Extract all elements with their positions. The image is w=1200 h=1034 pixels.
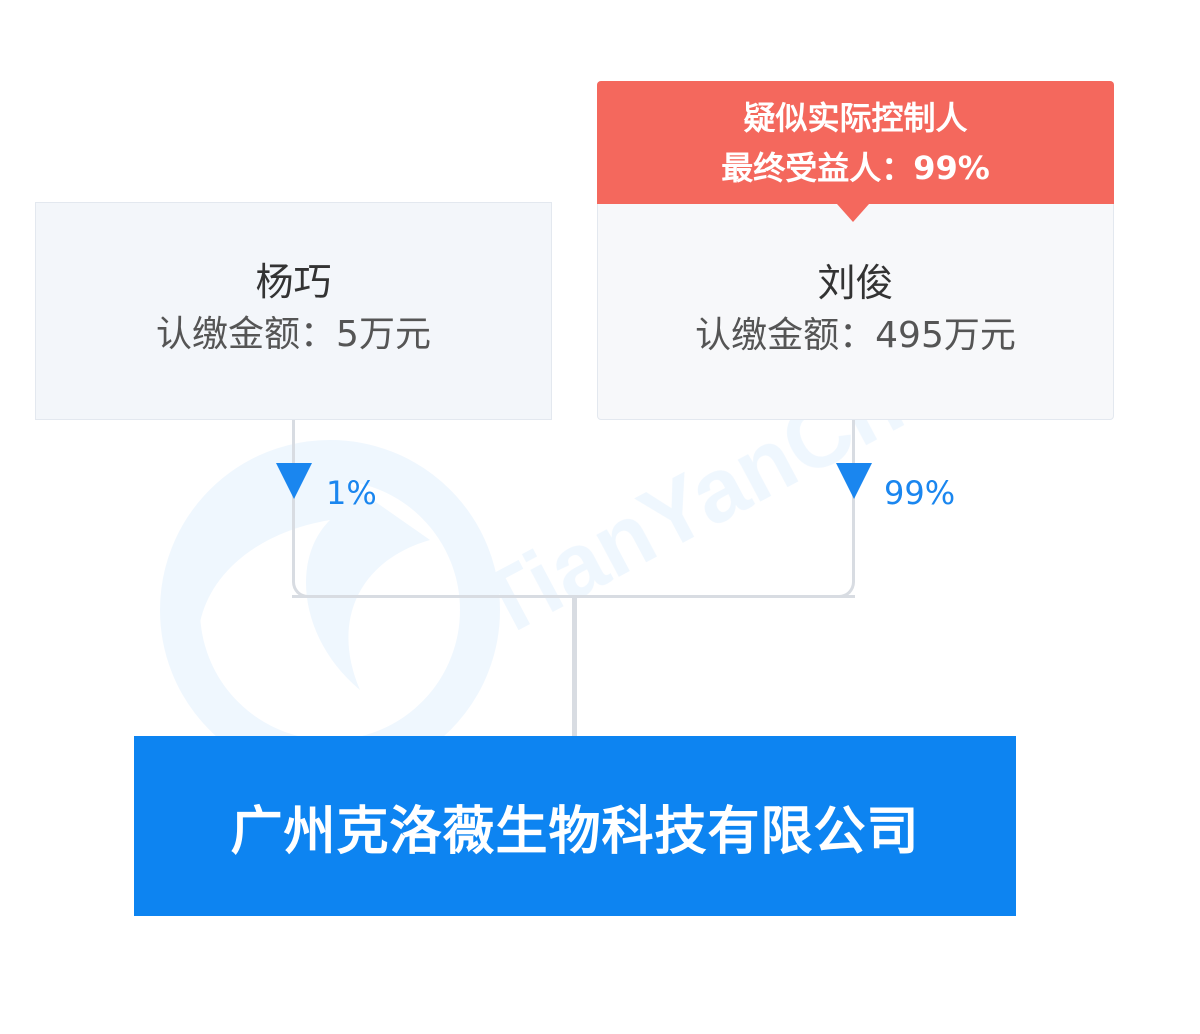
share-percent-right: 99% [884, 474, 956, 512]
shareholder-name[interactable]: 刘俊 [817, 261, 894, 305]
connector-right-vertical [852, 420, 855, 580]
share-percent-left: 1% [326, 474, 377, 512]
shareholder-card-yangqiao[interactable]: 杨巧 认缴金额：5万元 [35, 202, 552, 420]
actual-controller-badge: 疑似实际控制人 最终受益人：99% [597, 81, 1114, 222]
badge-pointer [837, 204, 869, 222]
ultimate-beneficiary-label: 最终受益人：99% [721, 148, 990, 187]
company-node[interactable]: 广州克洛薇生物科技有限公司 [134, 736, 1016, 916]
arrow-down-icon [836, 463, 872, 499]
connector-right-corner [835, 578, 855, 598]
company-name[interactable]: 广州克洛薇生物科技有限公司 [230, 801, 920, 862]
arrow-down-icon [276, 463, 312, 499]
shareholder-body: 刘俊 认缴金额：495万元 [598, 204, 1113, 420]
shareholder-name[interactable]: 杨巧 [255, 260, 332, 304]
subscribed-amount: 认缴金额：495万元 [695, 315, 1016, 356]
subscribed-amount: 认缴金额：5万元 [156, 314, 431, 355]
connector-horizontal [292, 595, 855, 598]
connector-trunk [572, 597, 577, 736]
connector-left-corner [292, 578, 312, 598]
actual-controller-label: 疑似实际控制人 [743, 98, 968, 137]
connector-left-vertical [292, 420, 295, 580]
shareholder-card-liujun[interactable]: 疑似实际控制人 最终受益人：99% 刘俊 认缴金额：495万元 [597, 81, 1114, 420]
